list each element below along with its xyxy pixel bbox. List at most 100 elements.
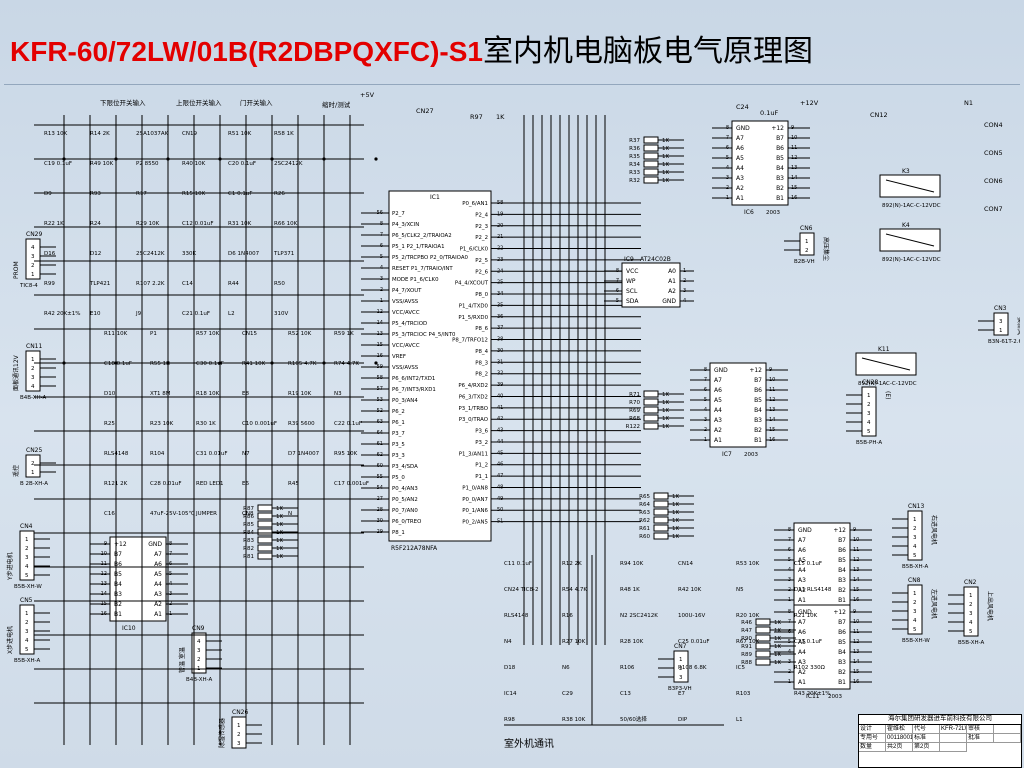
driver-ic-left-label: A5 [798, 557, 806, 564]
bank-resistor-name: R70 [629, 400, 640, 406]
junction-dot [270, 157, 274, 161]
junction-dot [270, 361, 274, 365]
driver-ic-left-label: A1 [736, 195, 744, 202]
connector-pin-number: 1 [969, 593, 973, 599]
component-label: C20 0.1uF [228, 161, 256, 167]
driver-ic-right-label: A6 [154, 561, 162, 568]
component-label: R49 10K [90, 161, 114, 167]
component-label: R54 4.7K [562, 587, 587, 593]
diagram-title-model: KFR-60/72LW/01B(R2DBPQXFC)-S1 [10, 36, 483, 67]
component-label: 310V [274, 311, 288, 317]
connector-pin-number: 3 [969, 611, 973, 617]
header-label: CN12 [870, 111, 888, 119]
title-block-cell: 设计 [859, 725, 886, 734]
ic1-right-pin-label: P1_3/AN11 [459, 451, 488, 457]
driver-ic-body [793, 522, 851, 608]
component-label: R74 4.7K [334, 361, 359, 367]
connector-pin-number: 2 [25, 620, 29, 626]
component-label: R38 10K [562, 717, 586, 723]
component-label: C14 [182, 281, 193, 287]
driver-ic-left-label: A2 [798, 669, 806, 676]
title-block-cell: 0011800175 [886, 734, 913, 743]
bank-resistor-name: R46 [741, 620, 752, 626]
connector-name: CN5 [20, 597, 33, 604]
connector-pin-number: 4 [25, 564, 29, 570]
title-block-cell: 专用号 [859, 734, 886, 743]
connector-pin-number: 2 [805, 248, 809, 254]
component-label: R102 330Ω [794, 665, 825, 671]
connector-name: CN2 [964, 579, 977, 586]
bank-resistor-value: 1K [662, 138, 669, 144]
ic1-right-pin-label: P8_7/TRFO12 [452, 338, 488, 344]
ic1-left-pin-label: P5_0 [392, 475, 405, 481]
connector-pin-number: 2 [197, 657, 201, 663]
driver-ic-right-label: B7 [838, 619, 846, 626]
connector-pin-number: 2 [867, 402, 871, 408]
connector-pin-number: 3 [197, 648, 201, 654]
bank-resistor-value: 1K [672, 526, 679, 532]
header-label: CON5 [984, 149, 1003, 157]
component-label: L1 [736, 717, 743, 723]
connector-name: CN7 [674, 643, 687, 650]
component-label: 47uF-25V-105℃ [150, 510, 195, 517]
connector-name: CN28 [862, 379, 878, 386]
connector-pin-number: 1 [31, 357, 35, 363]
bank-resistor-name: R63 [639, 510, 650, 516]
ic1-right-pin-label: P0_6/AN1 [462, 201, 488, 207]
component-label: R43 20K±1% [794, 691, 831, 697]
connector-pin-number: 1 [913, 591, 917, 597]
ic1-left-pin-label: VSS/AVSS [392, 299, 419, 305]
driver-ic-right-label: A2 [154, 601, 162, 608]
connector-name: CN29 [26, 231, 42, 238]
bank-resistor-name: R122 [626, 424, 640, 430]
connector-name: CN6 [800, 225, 813, 232]
driver-ic-right-label: B6 [776, 145, 784, 152]
connector-pin-number: 2 [913, 526, 917, 532]
bank-resistor-name: R87 [243, 506, 254, 512]
junction-dot [374, 157, 378, 161]
connector-pin-number: 2 [913, 600, 917, 606]
ic1-left-pin-label: P6_6/INT2/TXD1 [392, 376, 435, 382]
bank-resistor-name: R81 [243, 554, 254, 560]
ic1-left-pin-label: P6_2 [392, 409, 405, 415]
connector-pin-number: 5 [969, 629, 973, 635]
driver-ic-left-label: B6 [114, 561, 122, 568]
bank-resistor [643, 152, 659, 160]
header-label: 门开关输入 [240, 98, 273, 107]
connector-name: CN26 [232, 709, 248, 716]
connector-pin-number: 2 [31, 366, 35, 372]
bank-resistor-value: 1K [276, 514, 283, 520]
connector-name: CN3 [994, 305, 1007, 312]
ic1-right-pin-label: P2_5 [475, 258, 488, 264]
component-label: C1 0.1uF [228, 191, 252, 197]
ic1-right-pin-label: P8_3 [475, 360, 488, 366]
driver-ic-right-label: B4 [776, 165, 784, 172]
connector-function: (E) [884, 391, 891, 399]
component-label: R19 10K [288, 391, 312, 397]
component-label: TLP371 [273, 251, 294, 257]
component-label: R22 1K [44, 221, 64, 227]
component-label: R39 5600 [288, 421, 315, 427]
bank-resistor-value: 1K [662, 154, 669, 160]
ic1-left-pin-label: P8_1 [392, 530, 405, 536]
header-label: CON6 [984, 177, 1003, 185]
junction-dot [62, 157, 66, 161]
driver-ic-body [109, 536, 167, 622]
connector-function: 遥控 [12, 465, 20, 477]
bank-resistor [643, 414, 659, 422]
title-block-cell [940, 734, 967, 743]
bank-resistor [257, 520, 273, 528]
connector-pin-number: 1 [999, 328, 1003, 334]
bank-resistor-name: R61 [639, 526, 650, 532]
component-label: R18 10K [196, 391, 220, 397]
connector-function: PROM [13, 261, 20, 279]
bank-resistor-value: 1K [662, 416, 669, 422]
component-label: R24 [90, 221, 101, 227]
relay-coil-winding [885, 179, 935, 193]
ic1-left-pin-label: P5_1 P2_1/TRAIOA1 [392, 244, 445, 250]
driver-ic-left-label: +12 [114, 541, 127, 548]
title-block-rows: 设计霍维松代号KFR-72LW/S(R2DBPQF)审核专用号001180017… [859, 725, 1021, 752]
bank-resistor-name: R82 [243, 546, 254, 552]
bank-resistor [257, 552, 273, 560]
driver-ic-right-label: B4 [754, 407, 762, 414]
